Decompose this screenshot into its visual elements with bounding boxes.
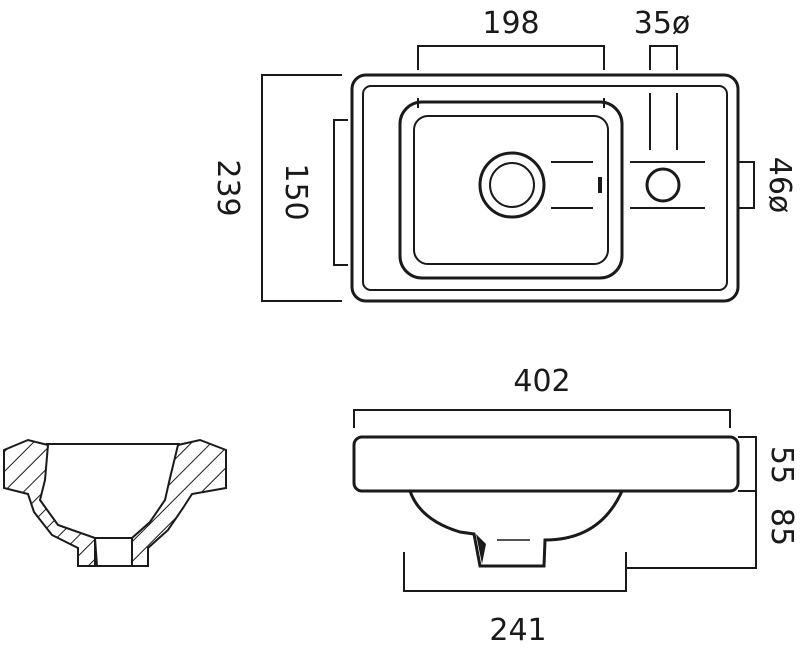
elevation-waste-shade xyxy=(476,534,486,564)
bowl-outline xyxy=(398,100,624,280)
section-right-wall xyxy=(131,438,227,567)
elevation-bowl xyxy=(408,490,624,568)
dim-label-198: 198 xyxy=(482,6,539,41)
dim-label-402: 402 xyxy=(513,364,570,399)
dim-line-198 xyxy=(417,45,605,70)
dim-line-402 xyxy=(353,409,731,428)
side-elevation-view xyxy=(352,435,740,568)
waste-outlet xyxy=(478,151,546,219)
dim-label-85: 85 xyxy=(764,508,799,546)
tap-hole xyxy=(645,167,681,203)
dim-line-150 xyxy=(333,119,348,266)
waste-outlet-inner xyxy=(489,162,535,208)
basin-outer-outline xyxy=(350,73,740,303)
plan-view xyxy=(350,73,740,303)
dim-label-241: 241 xyxy=(489,613,546,648)
dim-label-150: 150 xyxy=(278,163,313,220)
section-left-wall xyxy=(3,438,99,567)
dim-line-241 xyxy=(403,552,627,592)
dim-line-46 xyxy=(738,161,755,209)
basin-rim-inner xyxy=(362,85,728,291)
cross-section-view xyxy=(3,438,227,567)
elevation-dimension-lines xyxy=(353,409,757,592)
section-waste xyxy=(94,537,133,567)
dim-line-35 xyxy=(649,45,678,70)
dim-label-46: 46ø xyxy=(762,157,797,214)
dim-line-55 xyxy=(738,436,757,492)
dim-line-239 xyxy=(261,74,342,302)
dim-line-85 xyxy=(626,491,757,569)
dim-label-35: 35ø xyxy=(634,6,691,41)
bowl-inner-outline xyxy=(413,115,609,265)
dim-label-239: 239 xyxy=(210,159,245,216)
plan-dimension-lines xyxy=(261,45,755,302)
elevation-rim xyxy=(352,435,740,493)
dim-label-55: 55 xyxy=(764,446,799,484)
